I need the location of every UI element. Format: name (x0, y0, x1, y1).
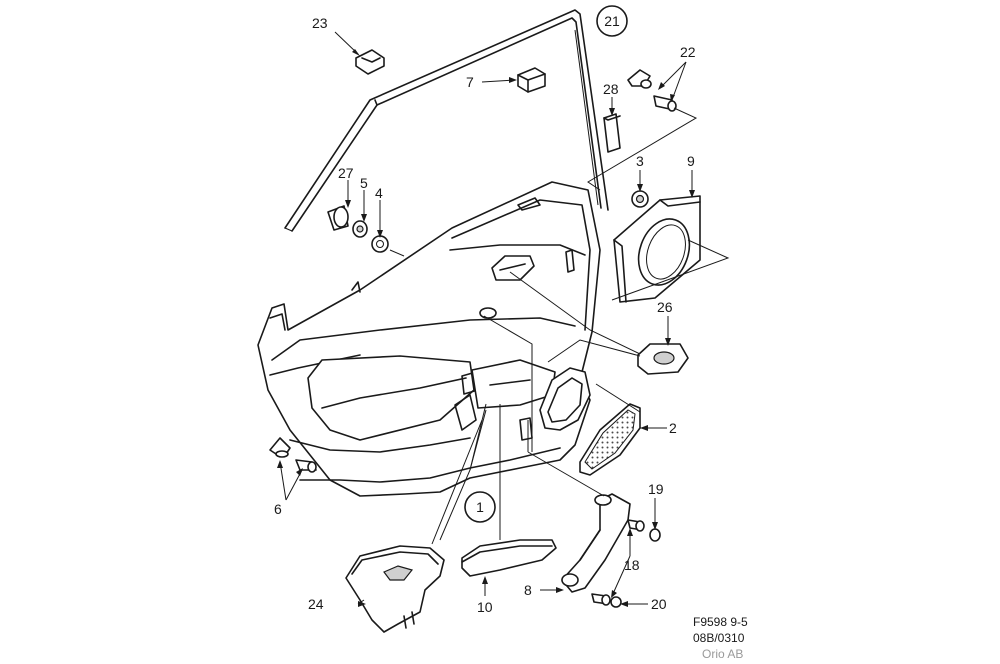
callout-5: 5 (360, 175, 368, 191)
callout-9: 9 (687, 153, 695, 169)
cap (327, 205, 349, 231)
callout-7: 7 (466, 74, 474, 90)
callout-28: 28 (603, 81, 619, 97)
callout-circle-1 (464, 491, 496, 523)
bushing (352, 220, 368, 238)
drawing-reference: F9598 9-5 08B/0310 Orio AB (693, 615, 748, 661)
callout-8: 8 (524, 582, 532, 598)
callout-18: 18 (624, 557, 640, 573)
callout-numbers: 21 1 23 7 28 22 3 9 27 5 4 26 2 6 19 18 … (274, 13, 696, 615)
callout-26: 26 (657, 299, 673, 315)
callout-10: 10 (477, 599, 493, 615)
foam-strip (603, 113, 621, 153)
cover-strip (461, 539, 557, 577)
speaker-housing (613, 195, 701, 303)
speaker-grille (579, 403, 641, 476)
callout-1: 1 (476, 499, 484, 515)
callout-2: 2 (669, 420, 677, 436)
callout-20: 20 (651, 596, 667, 612)
handle-bracket (561, 493, 631, 593)
arrowheads (277, 49, 695, 607)
door-trim-panel (257, 181, 601, 497)
reference-copyright: Orio AB (702, 647, 743, 661)
callout-circle-21 (596, 5, 628, 37)
callout-24: 24 (308, 596, 324, 612)
callout-23: 23 (312, 15, 328, 31)
callout-4: 4 (375, 185, 383, 201)
clips-upper (627, 69, 677, 112)
washer (371, 235, 389, 253)
grommet (631, 190, 649, 208)
reference-code: F9598 9-5 (693, 615, 748, 629)
callout-27: 27 (338, 165, 354, 181)
retaining-clip (355, 49, 385, 75)
handle-bezel (637, 343, 689, 375)
callout-21: 21 (604, 13, 620, 29)
callout-6: 6 (274, 501, 282, 517)
window-frame-trim (284, 9, 609, 232)
callout-22: 22 (680, 44, 696, 60)
clips-lower (269, 437, 317, 473)
reference-date: 08B/0310 (693, 631, 745, 645)
switch-panel (345, 545, 445, 633)
callout-19: 19 (648, 481, 664, 497)
callout-3: 3 (636, 153, 644, 169)
screws (591, 519, 661, 608)
small-clip (517, 67, 546, 93)
